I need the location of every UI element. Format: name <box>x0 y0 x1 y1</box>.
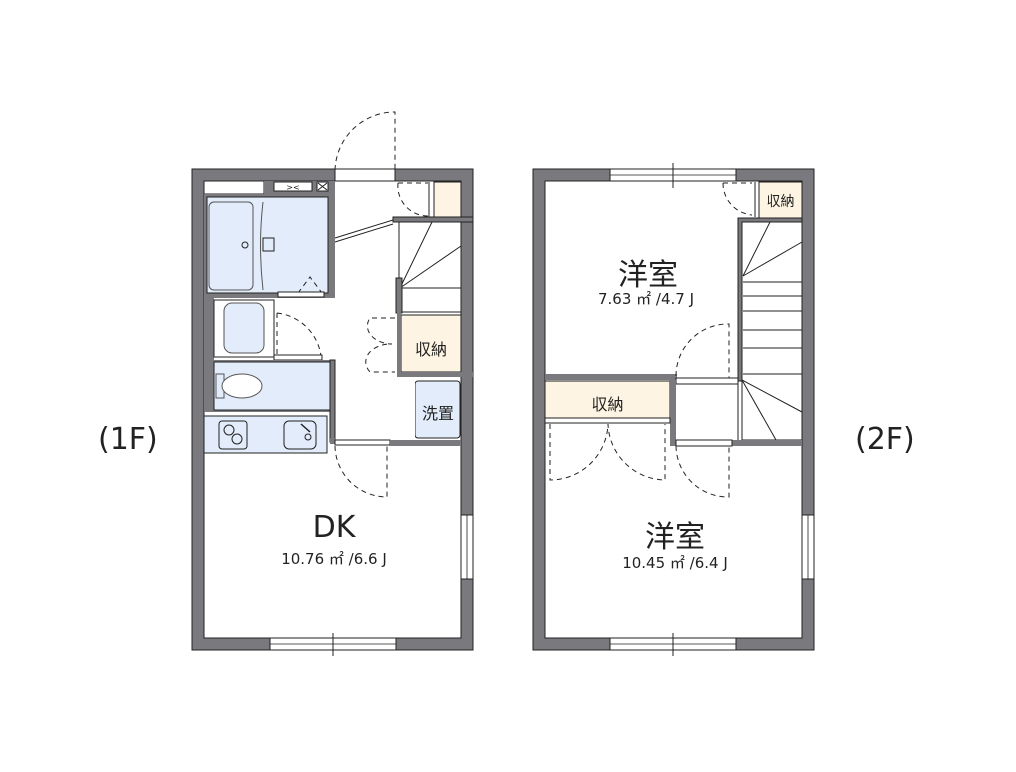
floor-label-2f: (2F) <box>855 422 915 457</box>
entrance-door-swing <box>334 111 396 171</box>
toilet-room <box>204 360 334 412</box>
bathtub-icon <box>208 201 254 291</box>
sink-icon <box>283 420 317 450</box>
2f-closet-doors[interactable] <box>549 423 666 481</box>
2f-closet-label: 収納 <box>591 395 624 414</box>
1f-closet <box>400 314 462 373</box>
svg-text:><: >< <box>286 183 299 192</box>
bathroom <box>204 194 335 298</box>
2f-room2-door-swing[interactable] <box>675 445 730 498</box>
entrance-door-opening[interactable] <box>334 168 396 182</box>
2f-western-room-2-name: 洋室 <box>645 520 705 555</box>
stove-icon <box>218 420 248 450</box>
kitchen-counter <box>203 359 336 454</box>
1f-closet-label: 収納 <box>414 340 447 359</box>
floor-2f-plan <box>532 163 815 656</box>
closet-door-swing[interactable] <box>365 317 395 373</box>
dk-room-area: 10.76 ㎡ /6.6 J <box>281 550 387 568</box>
2f-room1-door-swing[interactable] <box>675 323 730 378</box>
washbasin-icon <box>223 302 265 354</box>
2f-western-room-1-name: 洋室 <box>618 258 678 293</box>
2f-western-room-2-area: 10.45 ㎡ /6.4 J <box>622 554 728 572</box>
laundry-label: 洗置 <box>421 404 454 423</box>
2f-western-room-1-area: 7.63 ㎡ /4.7 J <box>597 290 695 308</box>
floor-label-1f: (1F) <box>98 422 158 457</box>
floor-1f-plan: >< <box>191 111 474 656</box>
vent-icon <box>273 181 313 192</box>
1f-stairs <box>395 221 462 314</box>
washroom <box>204 298 323 361</box>
dk-door-swing[interactable] <box>334 445 388 498</box>
2f-small-closet <box>758 181 803 219</box>
toilet-icon <box>221 373 263 399</box>
dk-room-name: DK <box>312 510 356 545</box>
2f-stairs <box>737 221 803 441</box>
2f-closet <box>544 380 671 419</box>
shoe-storage <box>433 181 462 219</box>
2f-small-closet-label: 収納 <box>766 194 795 210</box>
